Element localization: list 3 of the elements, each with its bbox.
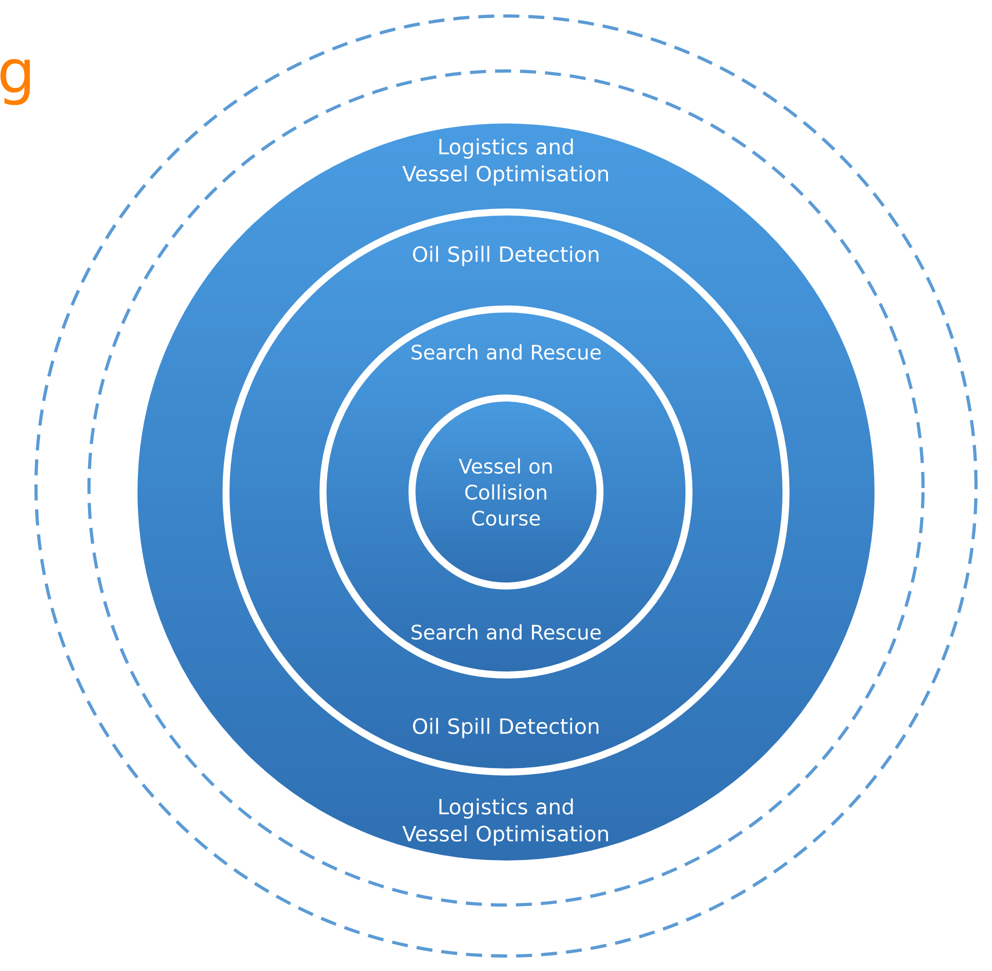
heading-fragment: g: [0, 58, 30, 106]
ring-label: Logistics and Vessel Optimisation: [402, 138, 608, 186]
ring-label: Logistics and Vessel Optimisation: [402, 798, 608, 846]
